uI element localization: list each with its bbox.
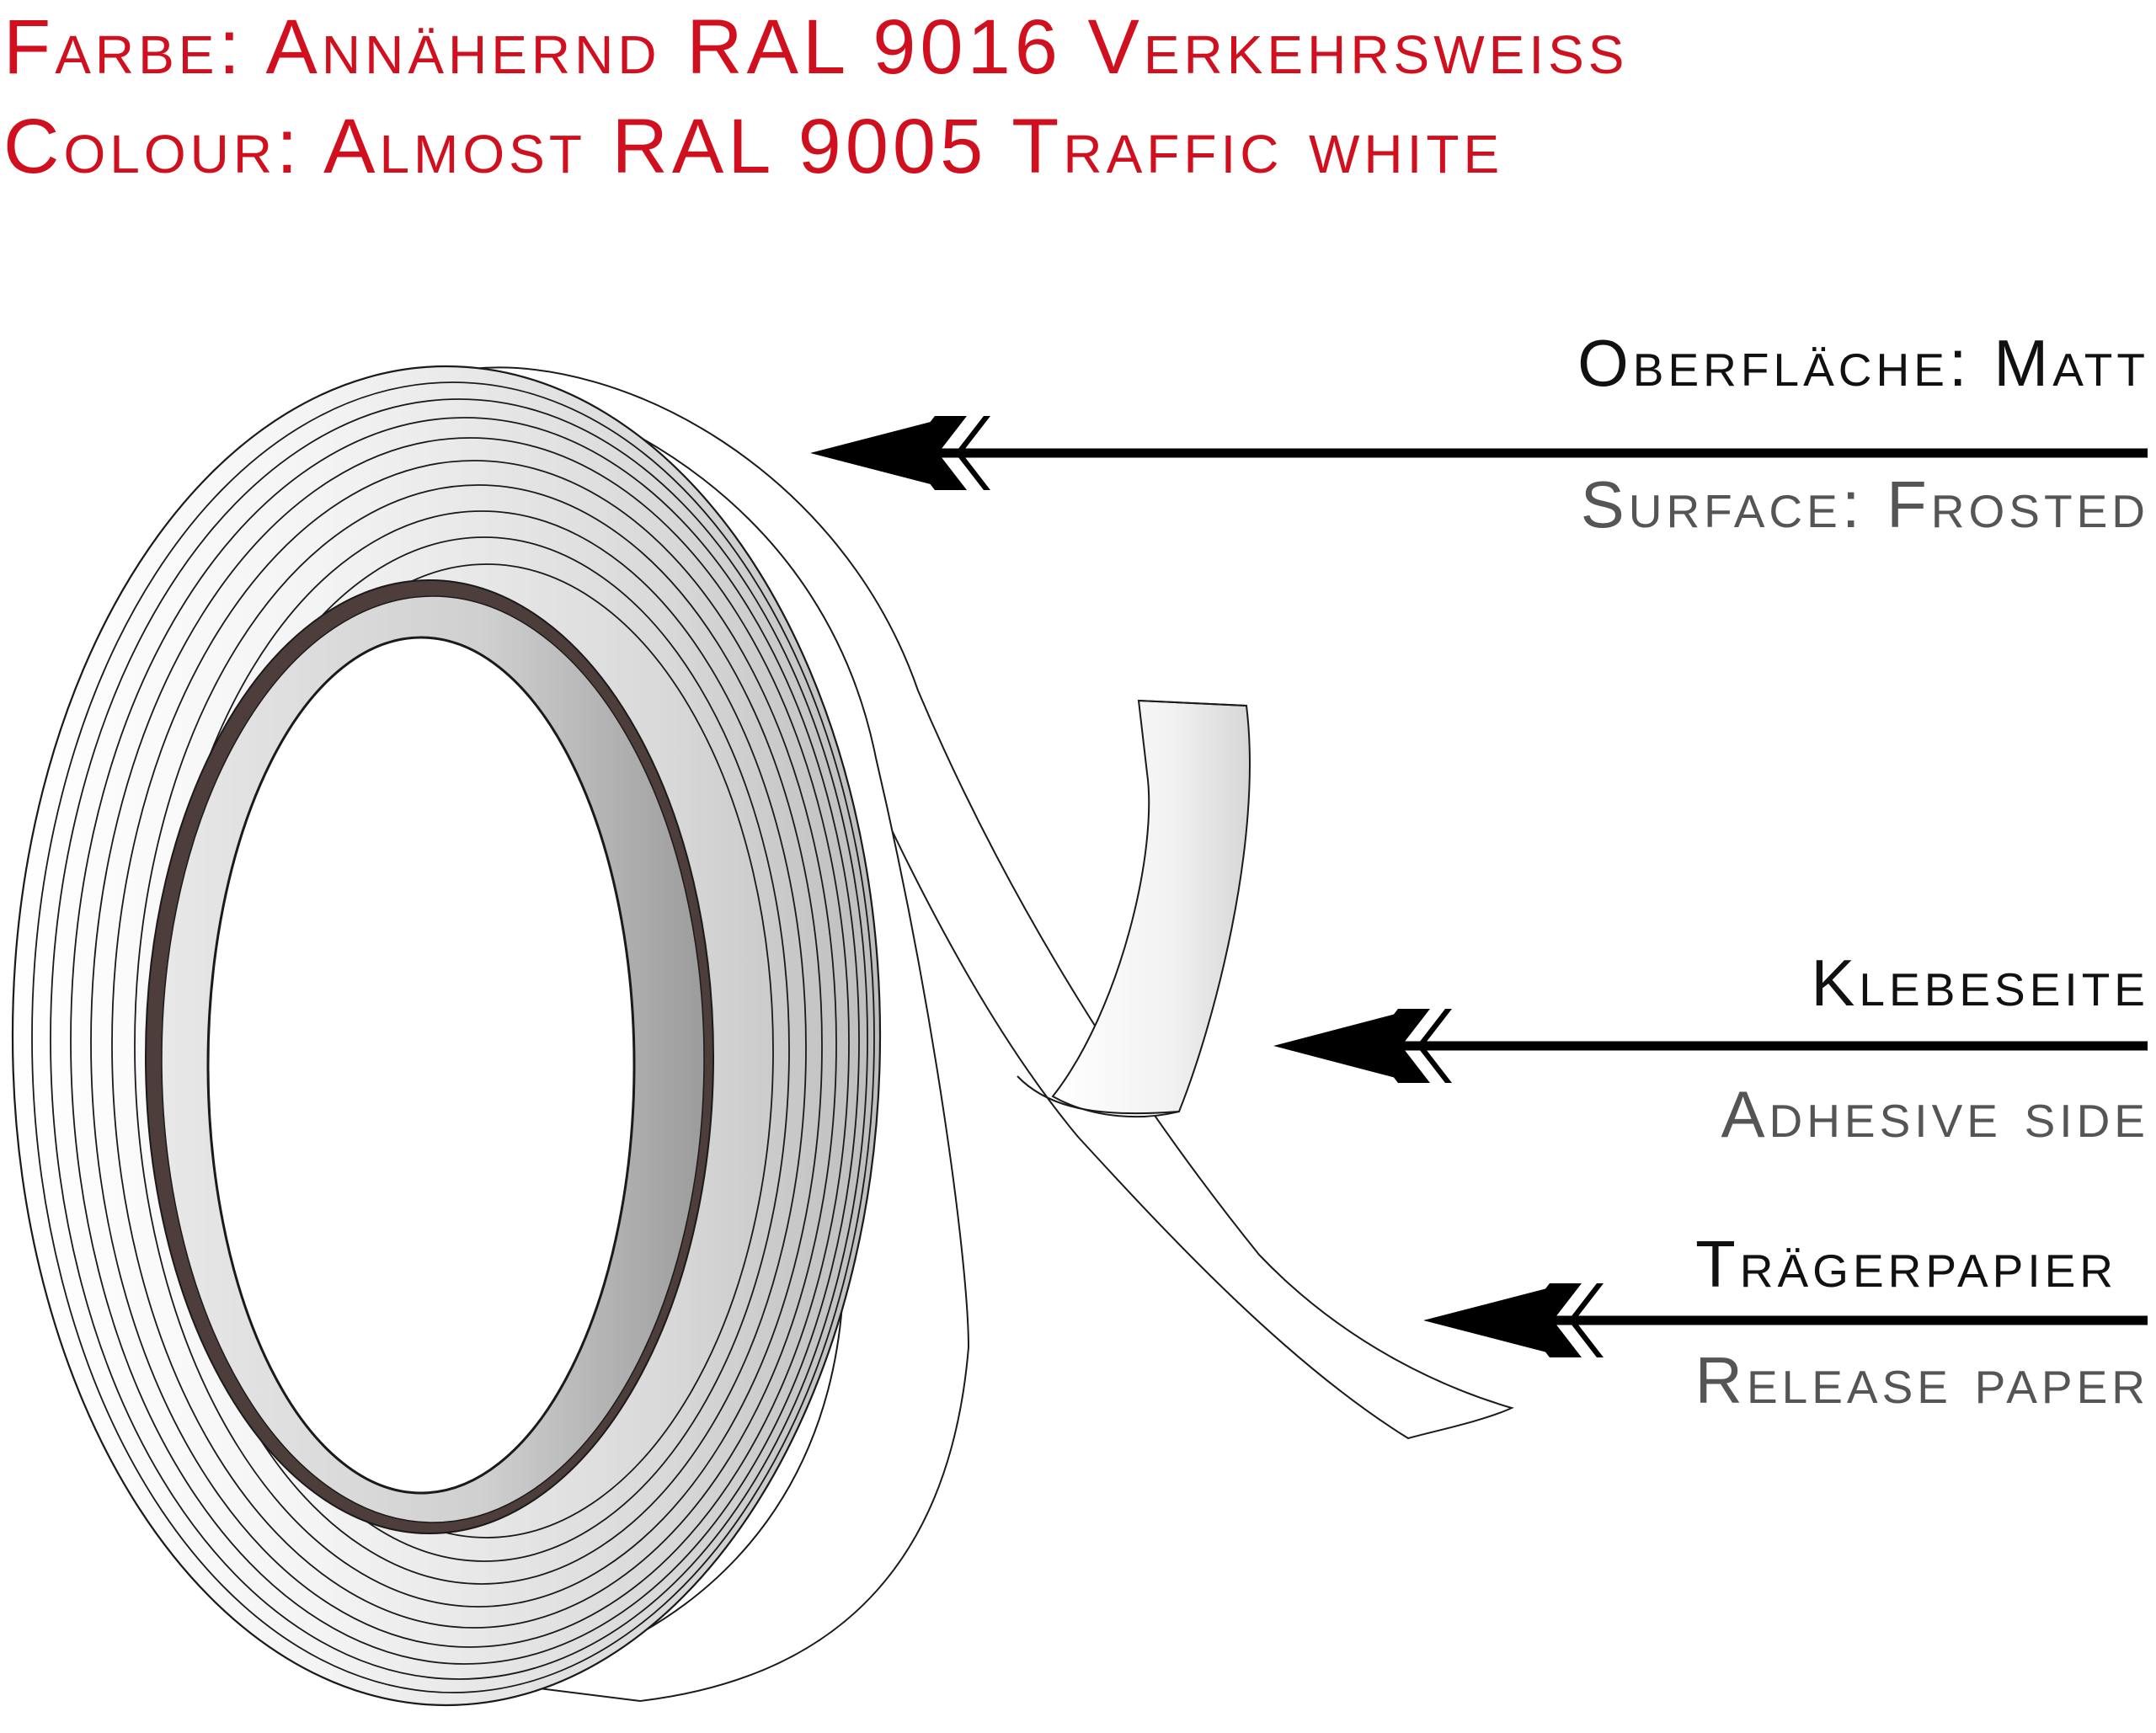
label-surface-de: Oberfläche: Matt	[1577, 326, 2149, 400]
color-title-en: Colour: Almost RAL 9005 Traffic white	[3, 104, 1504, 189]
color-title-de: Farbe: Annähernd RAL 9016 Verkehrsweiss	[3, 4, 1629, 90]
label-release-en: Release paper	[1694, 1343, 2149, 1417]
label-release-de: Trägerpapier	[1695, 1227, 2117, 1301]
roll-center-hole	[206, 636, 636, 1495]
label-adhesive-de: Klebeseite	[1811, 946, 2149, 1020]
arrow-adhesive	[1273, 1009, 2148, 1083]
flap-fold-curve	[1017, 1075, 1180, 1115]
label-adhesive-en: Adhesive side	[1721, 1077, 2149, 1151]
tape-layer-rings	[31, 381, 875, 1693]
peeled-adhesive-flap	[1051, 699, 1251, 1118]
arrow-release	[1423, 1283, 2148, 1357]
arrow-surface	[810, 416, 2148, 490]
peeled-flap-top-edge	[1138, 700, 1247, 707]
label-surface-en: Surface: Frosted	[1580, 467, 2149, 541]
